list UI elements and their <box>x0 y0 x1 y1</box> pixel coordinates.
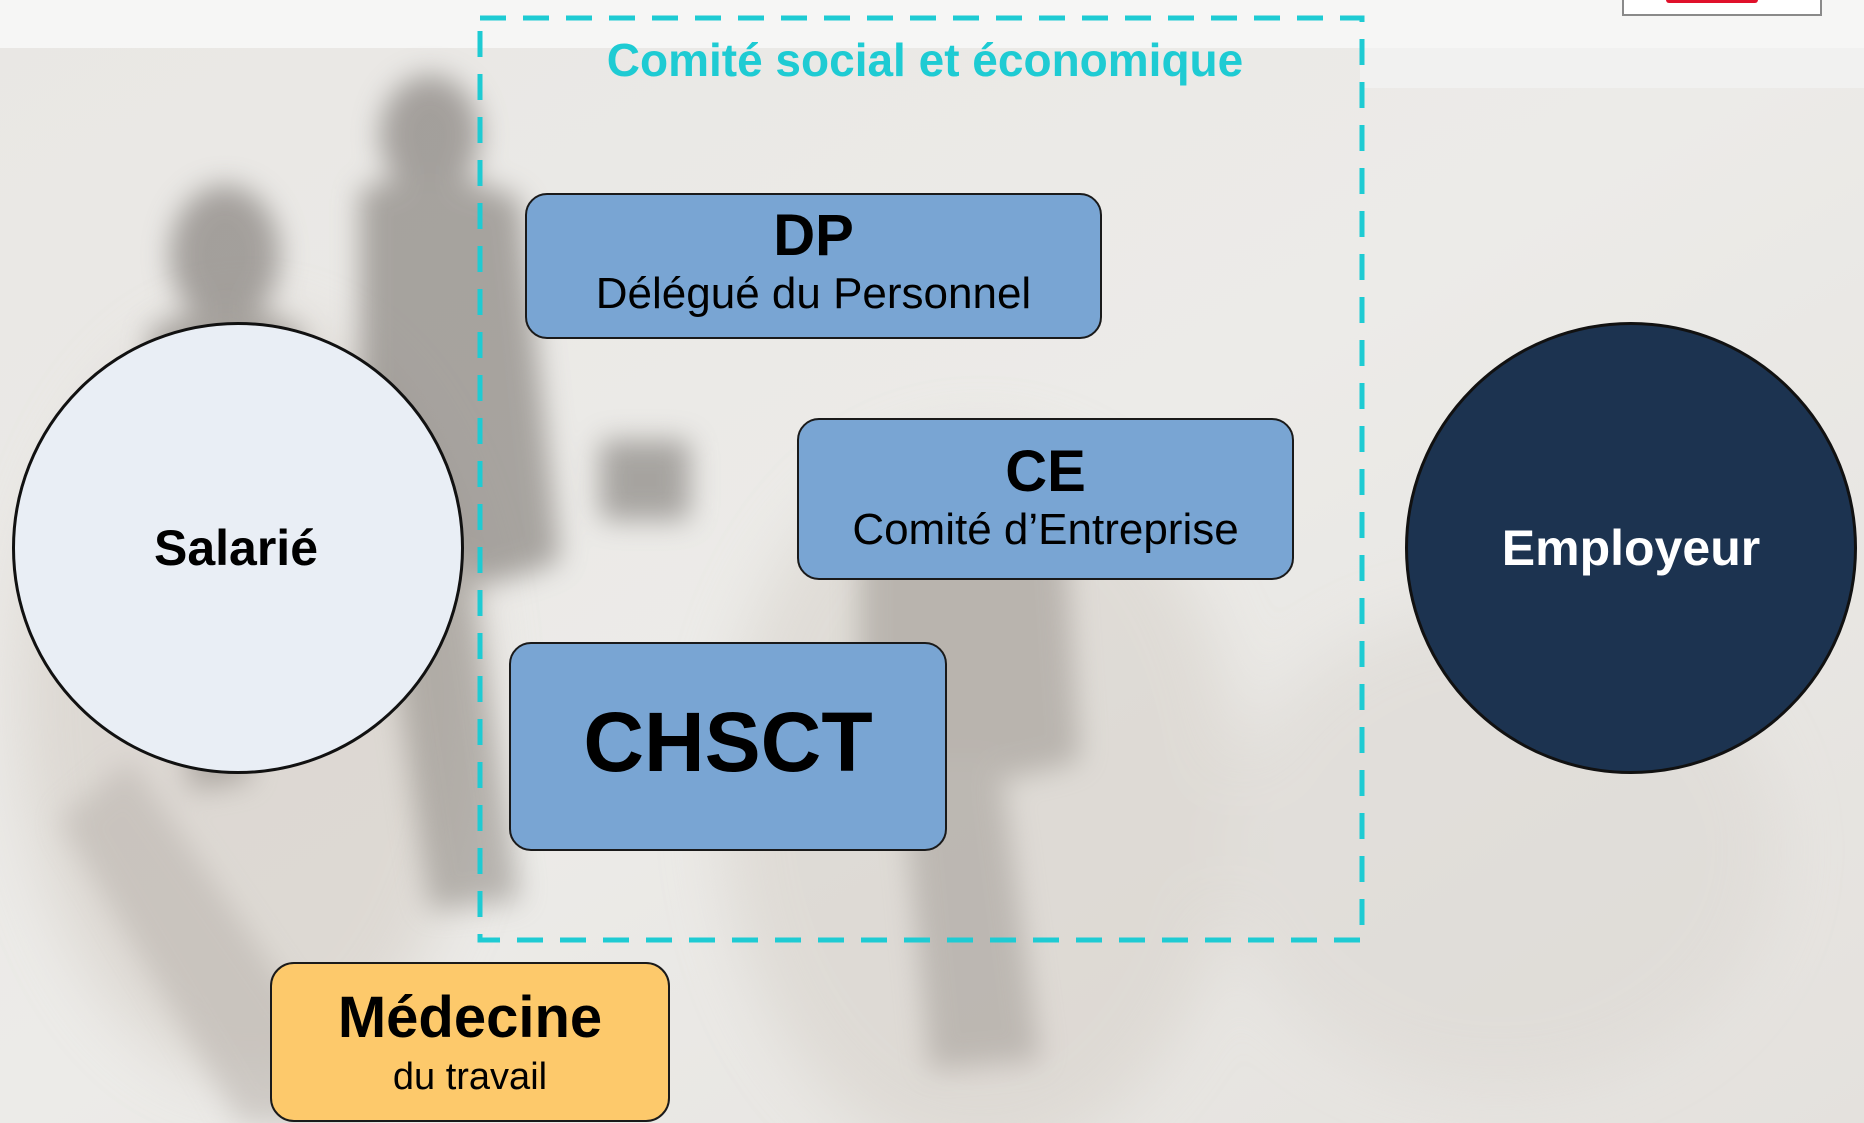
salarie-label: Salarié <box>153 520 318 576</box>
employeur-circle: Employeur <box>1405 322 1857 774</box>
ce-box: CE Comité d’Entreprise <box>797 418 1294 580</box>
ce-abbr: CE <box>1005 439 1086 504</box>
cse-title: Comité social et économique <box>606 34 1244 86</box>
dp-box: DP Délégué du Personnel <box>525 193 1102 339</box>
cse-dashed-frame <box>477 15 1365 943</box>
chsct-box: CHSCT <box>509 642 947 851</box>
medecine-box: Médecine du travail <box>270 962 670 1122</box>
employeur-label: Employeur <box>1501 520 1761 576</box>
medecine-full-name: du travail <box>392 1056 548 1098</box>
medecine-abbr: Médecine <box>337 985 603 1050</box>
dp-full-name: Délégué du Personnel <box>595 269 1032 318</box>
ce-full-name: Comité d’Entreprise <box>852 505 1239 554</box>
dp-abbr: DP <box>773 203 854 268</box>
logo-badge <box>1622 0 1822 16</box>
logo-red-bar <box>1666 0 1758 3</box>
chsct-abbr: CHSCT <box>583 695 873 789</box>
salarie-circle: Salarié <box>12 322 464 774</box>
